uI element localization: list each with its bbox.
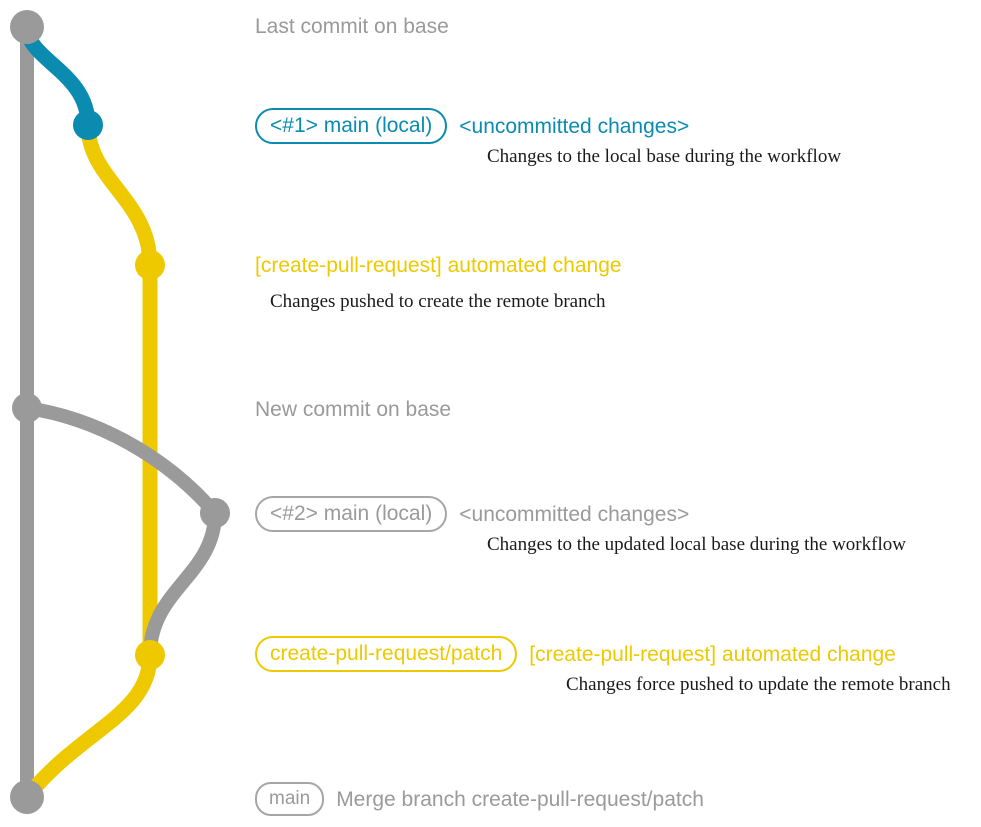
branch-badge-main-local-2[interactable]: <#2> main (local) [255,496,448,532]
commit-row-merge: main Merge branch create-pull-request/pa… [255,782,704,816]
commit-description-local-1: Changes to the local base during the wor… [487,146,842,167]
branch-badge-main[interactable]: main [255,782,325,816]
commit-description-automated-change-2: Changes force pushed to update the remot… [566,674,951,695]
commit-row-local-1: <#1> main (local) <uncommitted changes> [255,108,689,144]
commit-row-local-2: <#2> main (local) <uncommitted changes> [255,496,689,532]
branch-badge-create-pull-request-patch[interactable]: create-pull-request/patch [255,636,518,672]
commit-message-merge: Merge branch create-pull-request/patch [336,787,704,811]
commit-description-automated-change-1: Changes pushed to create the remote bran… [270,291,606,312]
commit-message-local-2: <uncommitted changes> [459,502,690,526]
commit-message-new-commit-on-base: New commit on base [255,398,452,421]
commit-message-automated-change-1: [create-pull-request] automated change [255,254,622,277]
commit-row-automated-change-2: create-pull-request/patch [create-pull-r… [255,636,896,672]
commit-message-automated-change-2: [create-pull-request] automated change [529,642,896,666]
commit-message-last-commit-on-base: Last commit on base [255,15,449,38]
branch-badge-main-local-1[interactable]: <#1> main (local) [255,108,448,144]
commit-description-local-2: Changes to the updated local base during… [487,534,906,555]
commit-message-local-1: <uncommitted changes> [459,114,690,138]
